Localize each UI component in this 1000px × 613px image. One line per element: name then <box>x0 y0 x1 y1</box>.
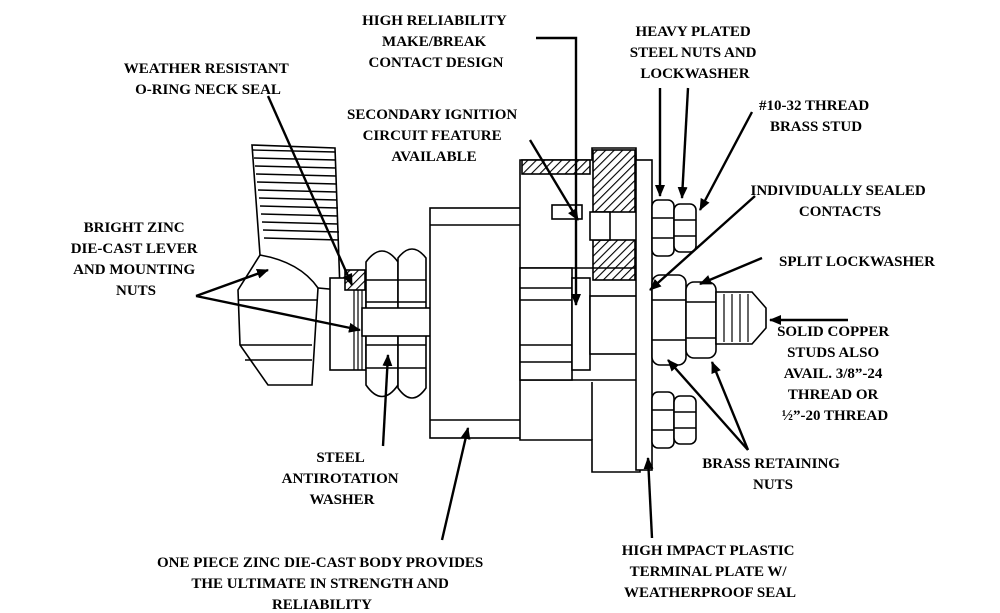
antirotation-washer <box>361 307 439 337</box>
label-retaining-nuts: BRASS RETAINING NUTS <box>702 456 843 493</box>
threaded-neck <box>329 269 367 371</box>
label-antirotation-washer: STEEL ANTIROTATION WASHER <box>282 450 403 508</box>
zinc-lever <box>237 144 341 386</box>
label-brass-stud: #10-32 THREAD BRASS STUD <box>759 98 873 135</box>
copper-stud-assembly <box>651 274 767 366</box>
upper-terminal-nuts <box>651 199 697 257</box>
leader-zinc-lever-2 <box>195 294 361 333</box>
label-oring-seal: WEATHER RESISTANT O-RING NECK SEAL <box>124 61 292 98</box>
terminal-plate <box>635 159 653 471</box>
leader-plated-nuts-2 <box>677 87 690 199</box>
callout-labels: HIGH RELIABILITY MAKE/BREAK CONTACT DESI… <box>71 13 935 613</box>
leader-split-lockwasher <box>699 256 763 286</box>
label-split-lockwasher: SPLIT LOCKWASHER <box>779 254 935 270</box>
label-secondary-ignition: SECONDARY IGNITION CIRCUIT FEATURE AVAIL… <box>347 107 521 165</box>
part-drawing <box>237 144 767 473</box>
leader-secondary-ignition <box>528 139 580 221</box>
leader-retaining-nuts-1 <box>667 359 749 451</box>
label-sealed-contacts: INDIVIDUALLY SEALED CONTACTS <box>751 183 930 220</box>
contact-stack <box>519 267 639 381</box>
label-zinc-body: ONE PIECE ZINC DIE-CAST BODY PROVIDES TH… <box>157 555 487 613</box>
leader-antirotation-washer <box>381 354 393 447</box>
leader-brass-stud <box>698 111 754 211</box>
label-contact-design: HIGH RELIABILITY MAKE/BREAK CONTACT DESI… <box>362 13 510 71</box>
lower-terminal-nuts <box>651 391 697 449</box>
label-plated-nuts: HEAVY PLATED STEEL NUTS AND LOCKWASHER <box>630 24 760 82</box>
leader-terminal-plate <box>643 457 654 539</box>
leader-retaining-nuts-2 <box>710 361 750 451</box>
leader-zinc-lever-1 <box>195 268 269 298</box>
leader-oring-seal <box>266 95 354 286</box>
leader-sealed-contacts <box>649 195 756 291</box>
zinc-body <box>429 207 523 439</box>
leader-zinc-body <box>440 427 471 541</box>
leader-lines <box>195 36 848 541</box>
label-copper-studs: SOLID COPPER STUDS ALSO AVAIL. 3/8”-24 T… <box>777 324 893 424</box>
label-zinc-lever: BRIGHT ZINC DIE-CAST LEVER AND MOUNTING … <box>71 220 202 299</box>
label-terminal-plate: HIGH IMPACT PLASTIC TERMINAL PLATE W/ WE… <box>622 543 799 601</box>
